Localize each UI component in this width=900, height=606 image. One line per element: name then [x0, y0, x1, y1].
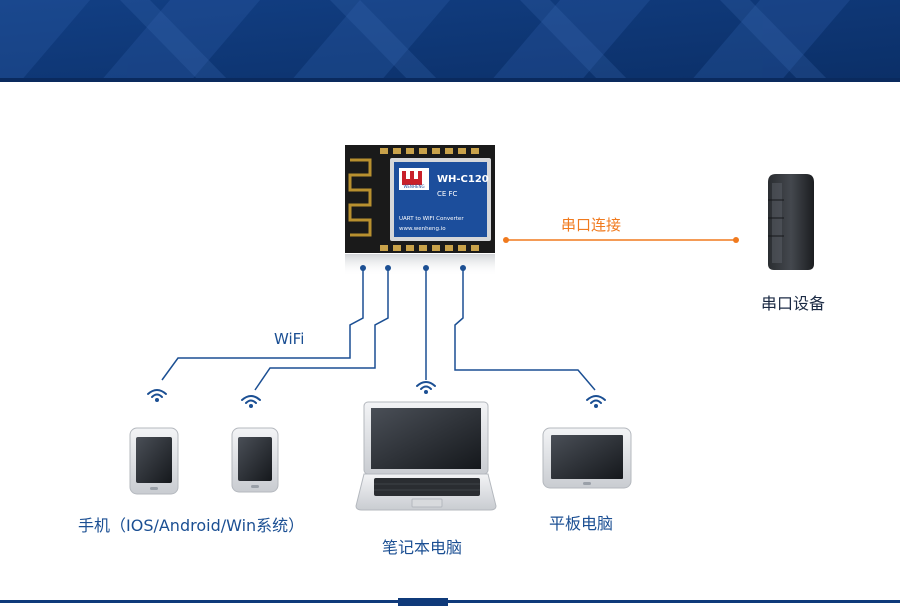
link-phone-2: [254, 268, 389, 391]
brand-logo-mark: [402, 171, 422, 185]
tablet-label: 平板电脑: [549, 514, 614, 533]
wifi-signal-icon: [147, 389, 167, 402]
laptop-trackpad: [411, 498, 443, 508]
header-pattern: [0, 0, 900, 82]
serial-device-label: 串口设备: [761, 294, 826, 313]
laptop-screen: [371, 408, 481, 469]
wifi-label: WiFi: [274, 330, 305, 348]
laptop-keyboard: [374, 478, 480, 496]
module-pins: [380, 148, 479, 251]
brand-logo-text: WENHENG: [403, 184, 424, 189]
serial-connection: [503, 237, 739, 243]
link-dots: [360, 265, 466, 271]
footer-tab-accent: [398, 598, 448, 606]
header-banner: [0, 0, 900, 82]
module-marks: CE FC: [437, 190, 458, 198]
serial-connection-label: 串口连接: [561, 216, 622, 234]
phone-screen: [238, 437, 272, 481]
laptop-label: 笔记本电脑: [382, 538, 463, 557]
module-desc: UART to WIFI Converter: [399, 216, 464, 222]
phone-screen: [136, 437, 172, 483]
footer-divider: [0, 600, 900, 603]
wifi-signal-icon: [241, 395, 261, 408]
serial-dot-right: [733, 237, 739, 243]
module-reflection: [345, 254, 495, 276]
link-tablet: [454, 268, 596, 391]
link-phone-1: [161, 268, 364, 381]
pcb-antenna: [348, 158, 372, 237]
wifi-module: WENHENG WH-C120 CE FC UART to WIFI Conve…: [345, 145, 495, 276]
phone-label: 手机（IOS/Android/Win系统）: [78, 516, 305, 535]
wifi-signal-icon: [416, 381, 436, 394]
phone-device: [231, 427, 279, 493]
serial-dot-left: [503, 237, 509, 243]
wifi-signal-icon: [586, 395, 606, 408]
laptop-device: [355, 401, 497, 511]
wifi-links: [161, 268, 596, 391]
tablet-device: [542, 427, 632, 489]
module-url: www.wenheng.io: [399, 226, 446, 232]
serial-device-edge: [772, 183, 782, 263]
phone-device: [129, 427, 179, 495]
module-model: WH-C120: [437, 174, 489, 185]
serial-device: [768, 174, 814, 270]
tablet-screen: [551, 435, 623, 479]
